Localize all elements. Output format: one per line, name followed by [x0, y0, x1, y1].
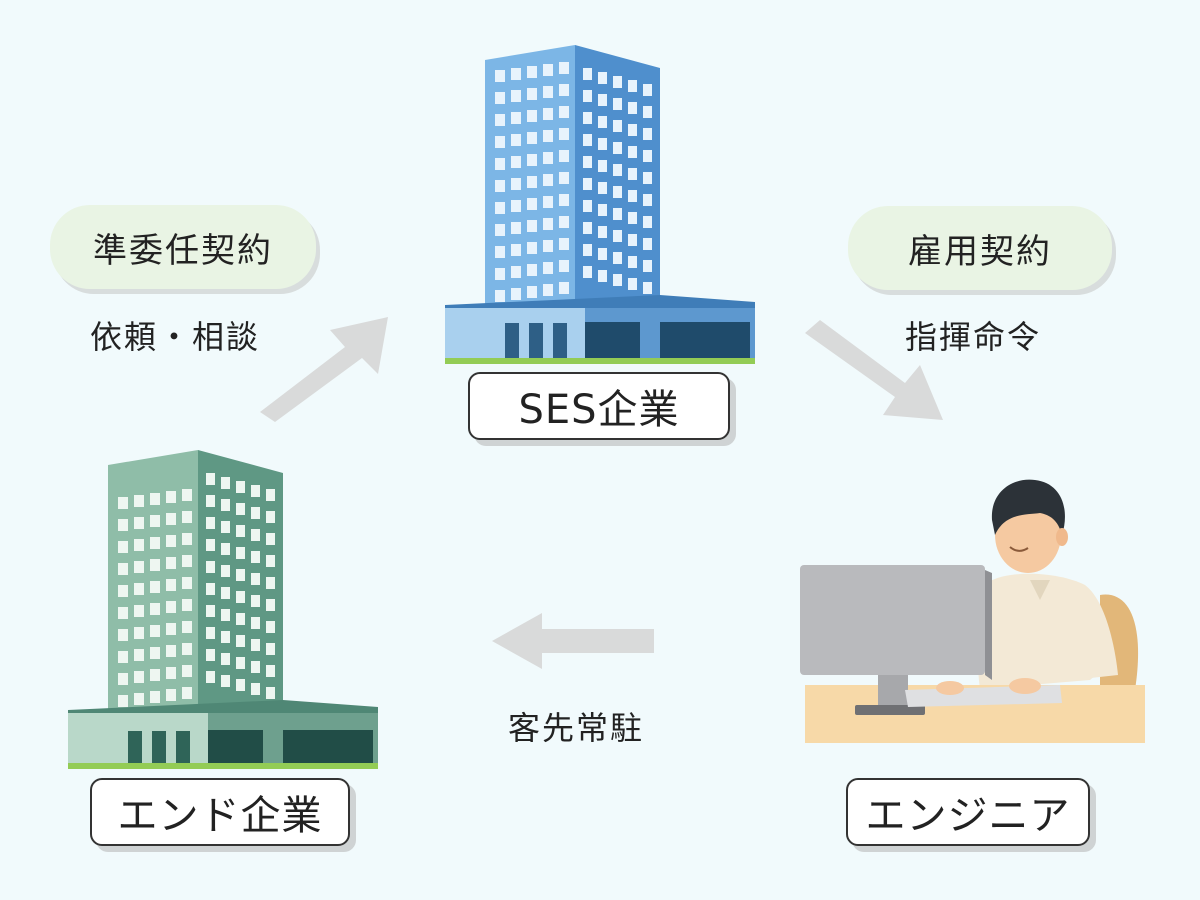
request-consult-text: 依頼・相談: [90, 318, 261, 356]
ses-company-label: SES企業: [468, 372, 730, 440]
employment-contract-label: 雇用契約: [848, 206, 1112, 290]
employment-contract-text: 雇用契約: [908, 231, 1052, 272]
onsite-text: 客先常駐: [508, 709, 645, 747]
quasi-mandate-contract-label: 準委任契約: [50, 205, 316, 289]
arrow-ses-to-engineer-icon: [805, 320, 943, 420]
arrow-end-to-ses-icon: [260, 317, 388, 422]
arrow-engineer-to-end-icon: [492, 613, 654, 669]
end-company-label: エンド企業: [90, 778, 350, 846]
quasi-mandate-contract-text: 準委任契約: [93, 230, 273, 271]
command-text: 指揮命令: [905, 318, 1042, 356]
end-company-text: エンド企業: [117, 793, 323, 839]
ses-company-text: SES企業: [518, 387, 680, 433]
engineer-label: エンジニア: [846, 778, 1090, 846]
ses-building-icon: [445, 45, 755, 364]
engineer-text: エンジニア: [865, 793, 1071, 839]
engineer-illustration-icon: [800, 479, 1145, 743]
end-company-building-icon: [68, 450, 378, 769]
